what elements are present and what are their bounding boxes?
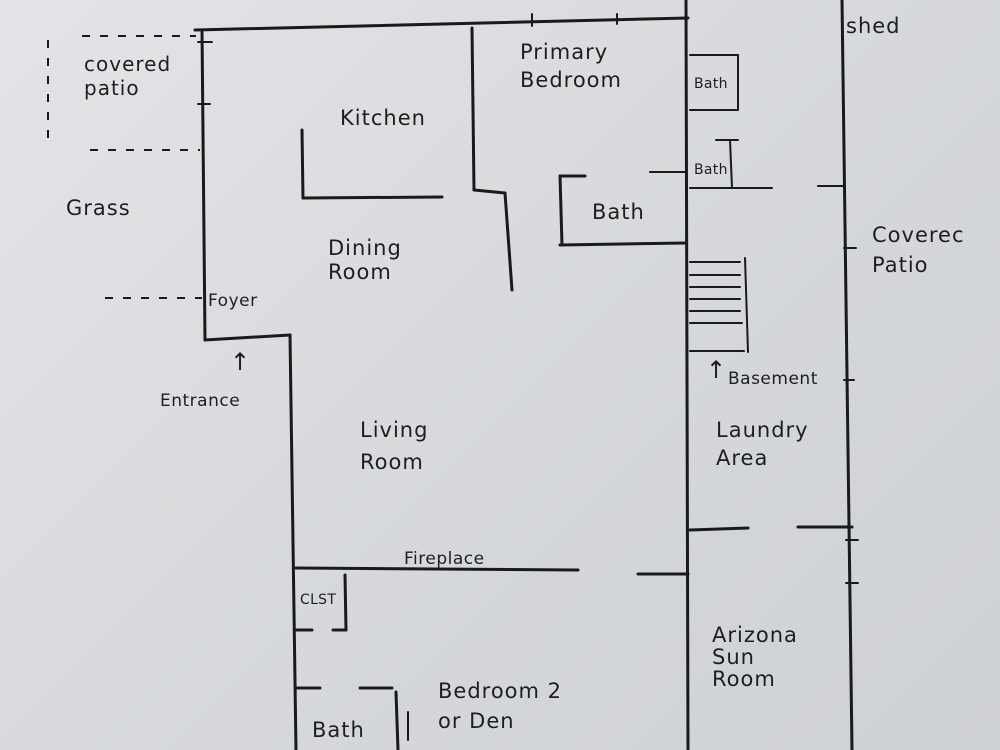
living-room-label: Living Room bbox=[360, 418, 429, 474]
fireplace-wall bbox=[294, 566, 580, 572]
left-exterior-wall-upper bbox=[200, 28, 207, 342]
primary-bedroom-label: Primary Bedroom bbox=[520, 40, 622, 92]
kitchen-label: Kitchen bbox=[340, 106, 426, 130]
bottom-bath-label: Bath bbox=[312, 718, 365, 742]
entrance-notch-wall bbox=[203, 333, 292, 342]
main-right-wall bbox=[684, 0, 690, 750]
dining-room-label: Dining Room bbox=[328, 236, 402, 284]
entrance-label: Entrance bbox=[160, 391, 241, 411]
left-exterior-wall-lower bbox=[288, 333, 298, 750]
dining-partition-wall bbox=[503, 191, 514, 292]
covered-patio-right-label: Coverec Patio bbox=[872, 223, 965, 277]
stairs-right-rail bbox=[744, 257, 749, 353]
small-bath-upper-label: Bath bbox=[694, 76, 728, 92]
foyer-label: Foyer bbox=[208, 291, 258, 311]
shed-label: shed bbox=[846, 14, 901, 38]
kitchen-counter-vertical bbox=[300, 128, 305, 200]
arizona-sun-room-label: Arizona Sun Room bbox=[712, 623, 798, 691]
fireplace-label: Fireplace bbox=[404, 549, 485, 569]
bedroom-2-label: Bedroom 2 or Den bbox=[438, 679, 563, 733]
entrance-arrow-icon: ↑ bbox=[230, 348, 251, 376]
laundry-divider-left bbox=[688, 526, 750, 532]
small-bath-lower-label: Bath bbox=[694, 162, 728, 178]
primary-bedroom-jog bbox=[472, 188, 507, 195]
kitchen-counter-horizontal bbox=[301, 195, 444, 200]
covered-patio-left-label: covered patio bbox=[84, 52, 172, 100]
primary-bedroom-wall bbox=[470, 26, 476, 192]
bath-bottom-wall bbox=[558, 241, 688, 247]
bath-left-wall bbox=[558, 174, 564, 247]
closet-label: CLST bbox=[300, 592, 337, 608]
grass-label: Grass bbox=[66, 196, 131, 220]
basement-label: Basement bbox=[728, 369, 818, 389]
top-exterior-wall bbox=[193, 16, 690, 32]
bottom-bath-right bbox=[394, 690, 400, 750]
closet-right-wall bbox=[343, 573, 348, 632]
far-right-wall bbox=[840, 0, 854, 750]
basement-arrow-icon: ↑ bbox=[706, 356, 727, 384]
bath-main-label: Bath bbox=[592, 200, 645, 224]
small-bath2-right bbox=[729, 139, 733, 189]
laundry-area-label: Laundry Area bbox=[716, 418, 809, 470]
